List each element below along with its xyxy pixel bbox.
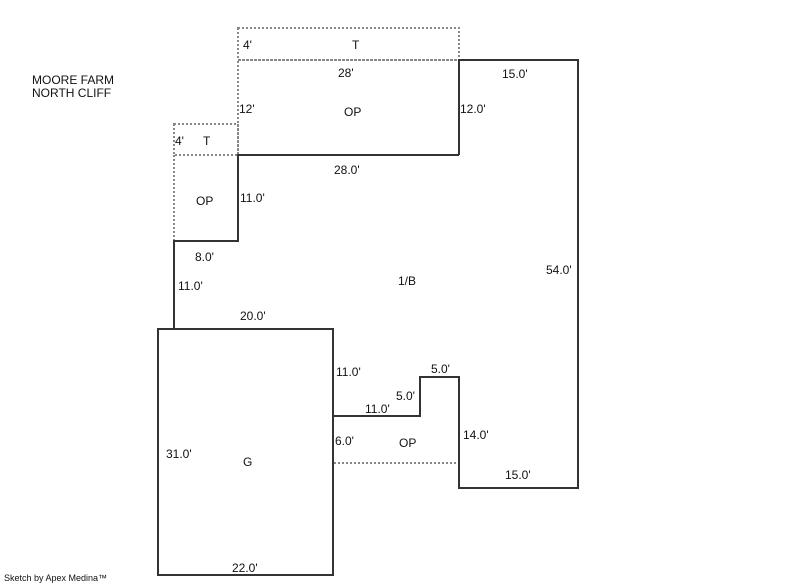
garage-outline — [157, 328, 334, 576]
dim-label: 11.0' — [365, 402, 390, 416]
dim-label: 28.0' — [334, 163, 360, 177]
dim-label: 8.0' — [195, 250, 214, 264]
dim-label: 11.0' — [178, 279, 203, 293]
area-label-main: 1/B — [398, 274, 416, 288]
dim-label: 15.0' — [505, 468, 531, 482]
dim-label: 11.0' — [240, 191, 265, 205]
sketch-credit: Sketch by Apex Medina™ — [4, 573, 108, 583]
dim-label: 28' — [338, 66, 354, 80]
small-terrace-outline — [173, 123, 239, 156]
dim-label: 4' — [175, 134, 184, 148]
dim-label: 31.0' — [166, 447, 192, 461]
dim-label: 15.0' — [502, 67, 528, 81]
title-line-2: NORTH CLIFF — [32, 86, 112, 100]
area-label-small-terrace: T — [203, 134, 211, 148]
dim-label: 5.0' — [396, 389, 415, 403]
dim-label: 6.0' — [335, 434, 354, 448]
area-label-bottom-porch: OP — [399, 436, 416, 450]
dim-label: 20.0' — [240, 309, 266, 323]
dim-label: 12' — [239, 102, 255, 116]
top-terrace-outline — [237, 27, 460, 61]
dim-label: 5.0' — [431, 362, 450, 376]
area-label-top-porch: OP — [344, 105, 361, 119]
dim-label: 22.0' — [232, 561, 258, 575]
area-label-small-porch: OP — [196, 194, 213, 208]
property-title: MOORE FARM NORTH CLIFF — [32, 74, 114, 100]
area-label-top-terrace: T — [352, 38, 360, 52]
dim-label: 14.0' — [463, 428, 489, 442]
dim-label: 4' — [243, 38, 252, 52]
title-line-1: MOORE FARM — [32, 73, 115, 87]
dim-label: 12.0' — [460, 102, 486, 116]
dim-label: 11.0' — [336, 365, 361, 379]
dim-label: 54.0' — [546, 263, 572, 277]
main-building-outline — [173, 59, 579, 489]
area-label-garage: G — [243, 455, 252, 469]
